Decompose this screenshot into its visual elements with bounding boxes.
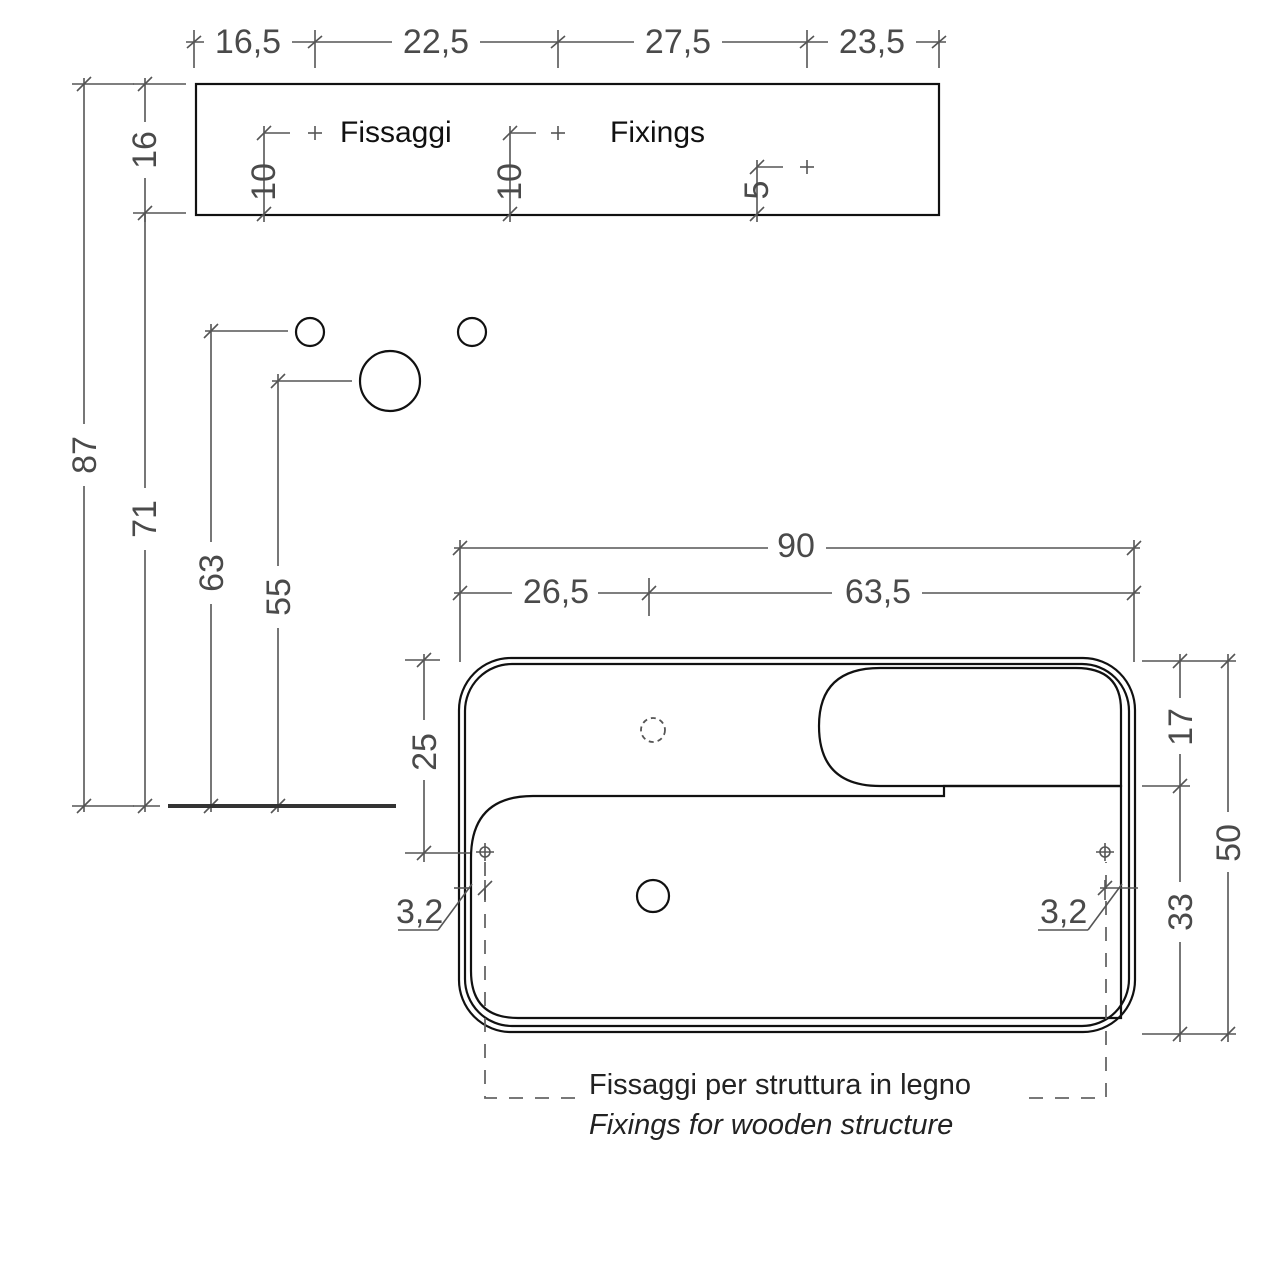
plan-fixing-left [398,843,494,931]
wall-bracket-outline [194,82,941,217]
depth-33-label: 33 [1162,893,1200,931]
supply-pipe-left [294,316,326,348]
fixings-label-it: Fissaggi [340,116,452,149]
plan-fixing-right [1038,843,1138,931]
fix-dim-right-5: 5 [738,181,776,200]
depth-50-label: 50 [1210,824,1248,862]
height-63-label: 63 [193,554,231,592]
wooden-structure-outline [484,862,1107,1099]
tap-deck-outline [817,666,1123,788]
basin-outer-outline [457,656,1137,1034]
top-view: 16,5 22,5 27,5 23,5 Fissaggi Fixings 10 … [126,20,947,222]
note-italian: Fissaggi per struttura in legno [589,1069,971,1101]
top-dim-16-5: 16,5 [215,23,281,61]
depth-17-label: 17 [1162,708,1200,746]
drain-hole [635,878,671,914]
basin-bowl-outline [469,784,1123,1020]
width-63-5-label: 63,5 [845,573,911,611]
height-16-dim [133,76,186,222]
top-dim-ticks [186,30,947,68]
supply-pipe-right [456,316,488,348]
basin-rim-outline [463,662,1131,1028]
top-dim-27-5: 27,5 [645,23,711,61]
fix-dim-left-10: 10 [245,163,283,201]
height-55-label: 55 [260,578,298,616]
note-english: Fixings for wooden structure [589,1109,953,1141]
height-16-label: 16 [126,131,164,169]
fixing-dim-left: 3,2 [396,893,443,931]
width-26-5-label: 26,5 [523,573,589,611]
fixings-label-en: Fixings [610,116,705,149]
depth-25-label: 25 [406,733,444,771]
plan-view: 90 26,5 63,5 [396,527,1248,1148]
fixing-dim-right: 3,2 [1040,893,1087,931]
height-71-label: 71 [126,500,164,538]
tap-hole-marker [640,717,666,743]
height-87-label: 87 [66,436,104,474]
top-dim-22-5: 22,5 [403,23,469,61]
bracket-fixing-marks [256,125,814,222]
width-90-label: 90 [777,527,815,565]
elevation-view: 87 71 63 55 [64,76,488,814]
drain-outlet [358,349,422,413]
fix-dim-mid-10: 10 [491,163,529,201]
top-dim-23-5: 23,5 [839,23,905,61]
